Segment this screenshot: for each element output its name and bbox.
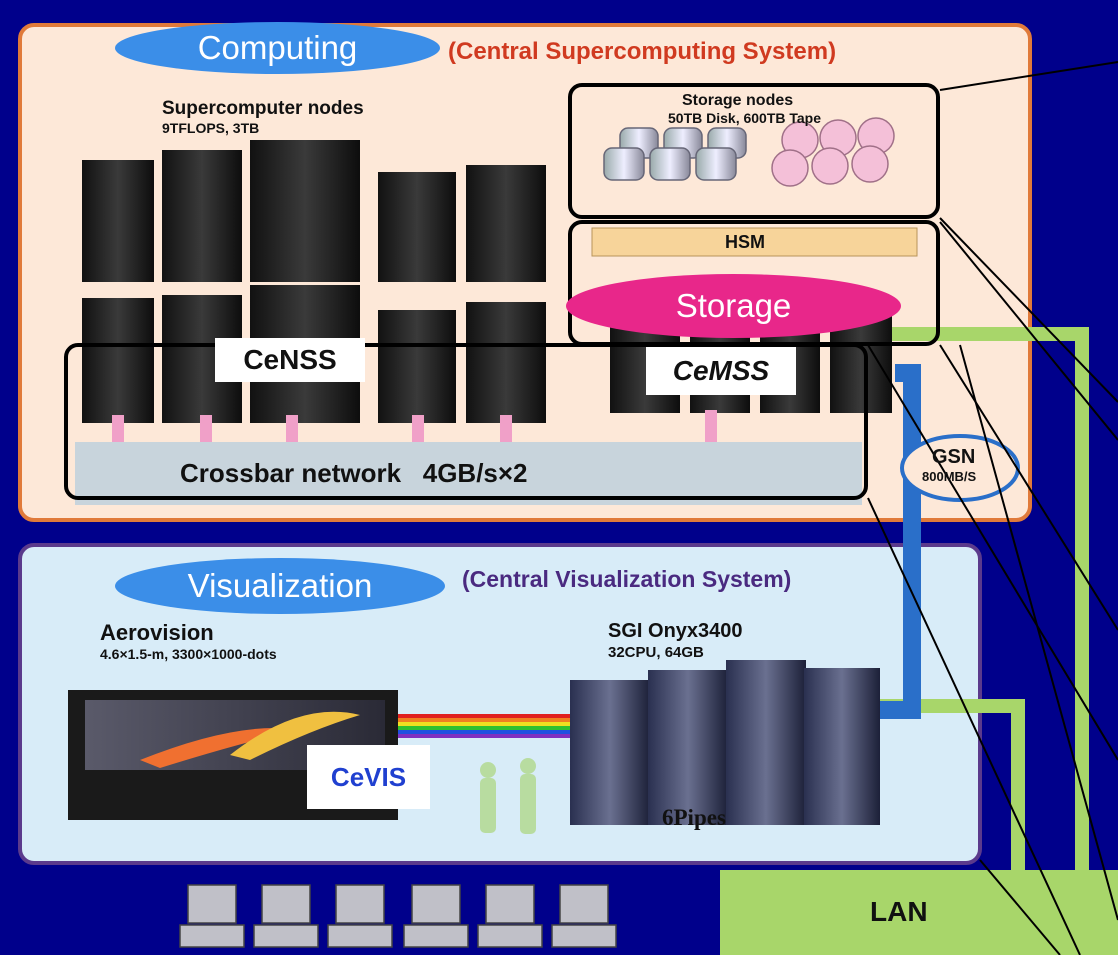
crossbar-label: Crossbar network 4GB/s×2 bbox=[180, 458, 528, 488]
gsn-speed: 800MB/S bbox=[922, 469, 977, 484]
hsm-label: HSM bbox=[725, 232, 765, 252]
computing-system-title: (Central Supercomputing System) bbox=[448, 38, 837, 65]
gsn-link bbox=[878, 364, 921, 719]
storage-nodes-title: Storage nodes bbox=[682, 92, 794, 109]
disk-drums bbox=[603, 127, 747, 181]
aerovision-title: Aerovision bbox=[100, 620, 214, 645]
workstations bbox=[179, 884, 617, 948]
lan-label: LAN bbox=[870, 896, 928, 927]
censs-logo: CeNSS bbox=[215, 338, 365, 382]
pipes-label: 6Pipes bbox=[662, 805, 726, 830]
highlight-boxes bbox=[64, 83, 940, 500]
aerovision-spec: 4.6×1.5-m, 3300×1000-dots bbox=[100, 646, 277, 662]
visualization-tag: Visualization bbox=[115, 558, 445, 614]
hsm-bar bbox=[591, 227, 918, 257]
storage-nodes-spec: 50TB Disk, 600TB Tape bbox=[668, 110, 822, 126]
computing-tag: Computing bbox=[115, 22, 440, 74]
green-links bbox=[878, 327, 1089, 872]
callout-lines bbox=[867, 61, 1118, 955]
tape-cartridges bbox=[771, 117, 895, 187]
cemss-logo: CeMSS bbox=[646, 347, 796, 395]
sgi-spec: 32CPU, 64GB bbox=[608, 644, 704, 661]
network-posts bbox=[112, 410, 717, 445]
cevis-logo: CeVIS bbox=[307, 745, 430, 809]
sgi-racks bbox=[570, 660, 880, 825]
crossbar-slab bbox=[75, 442, 862, 505]
supercomputer-spec: 9TFLOPS, 3TB bbox=[162, 120, 260, 136]
visualization-system-title: (Central Visualization System) bbox=[462, 566, 792, 592]
storage-tag: Storage bbox=[566, 274, 901, 338]
sgi-title: SGI Onyx3400 bbox=[608, 620, 743, 642]
supercomputer-title: Supercomputer nodes bbox=[162, 98, 364, 119]
people-silhouettes bbox=[480, 758, 536, 834]
gsn-label: GSN bbox=[932, 446, 976, 468]
lan-box bbox=[720, 870, 1118, 955]
rainbow-cable bbox=[398, 714, 570, 738]
